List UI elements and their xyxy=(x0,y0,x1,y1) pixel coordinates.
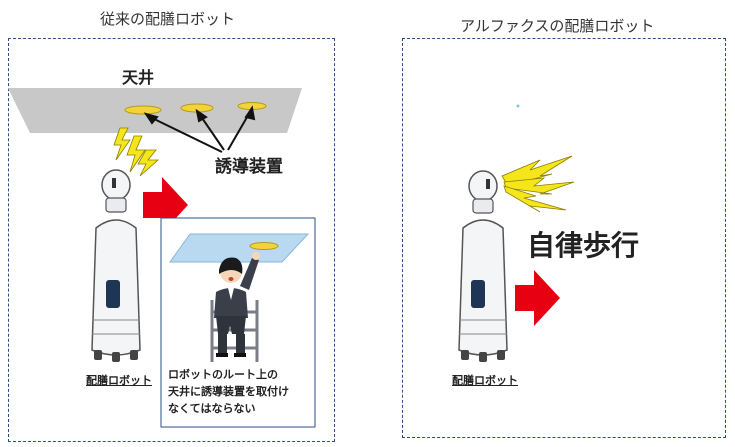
left-robot xyxy=(91,169,141,362)
right-robot-label: 配膳ロボット xyxy=(452,374,518,387)
inset-note: ロボットのルート上の 天井に誘導装置を取付け なくてはならない xyxy=(168,366,289,417)
lightning-left xyxy=(113,127,160,177)
lightning-right xyxy=(501,155,575,213)
left-panel-title: 従来の配膳ロボット xyxy=(100,10,236,28)
left-panel-frame xyxy=(8,38,335,442)
right-panel-frame xyxy=(402,38,726,438)
guide-device-1 xyxy=(124,105,162,115)
left-arrow xyxy=(143,177,188,233)
sparkle xyxy=(516,104,520,108)
inset-note-line-2: 天井に誘導装置を取付け xyxy=(168,385,289,398)
ceiling-label: 天井 xyxy=(122,68,155,87)
right-arrow xyxy=(515,270,560,326)
inset-note-line-1: ロボットのルート上の xyxy=(168,368,278,381)
worker-figure xyxy=(214,252,260,357)
inset-note-line-3: なくてはならない xyxy=(168,402,256,415)
inset-ceiling xyxy=(169,233,310,263)
inset-guide-device xyxy=(249,242,279,250)
guide-pointer-lines xyxy=(143,105,256,153)
guide-device-label: 誘導装置 xyxy=(215,157,283,177)
right-robot xyxy=(458,170,508,362)
right-panel-title: アルファクスの配膳ロボット xyxy=(460,17,655,35)
left-robot-label: 配膳ロボット xyxy=(86,374,152,387)
autonomy-label: 自律歩行 xyxy=(527,229,640,262)
